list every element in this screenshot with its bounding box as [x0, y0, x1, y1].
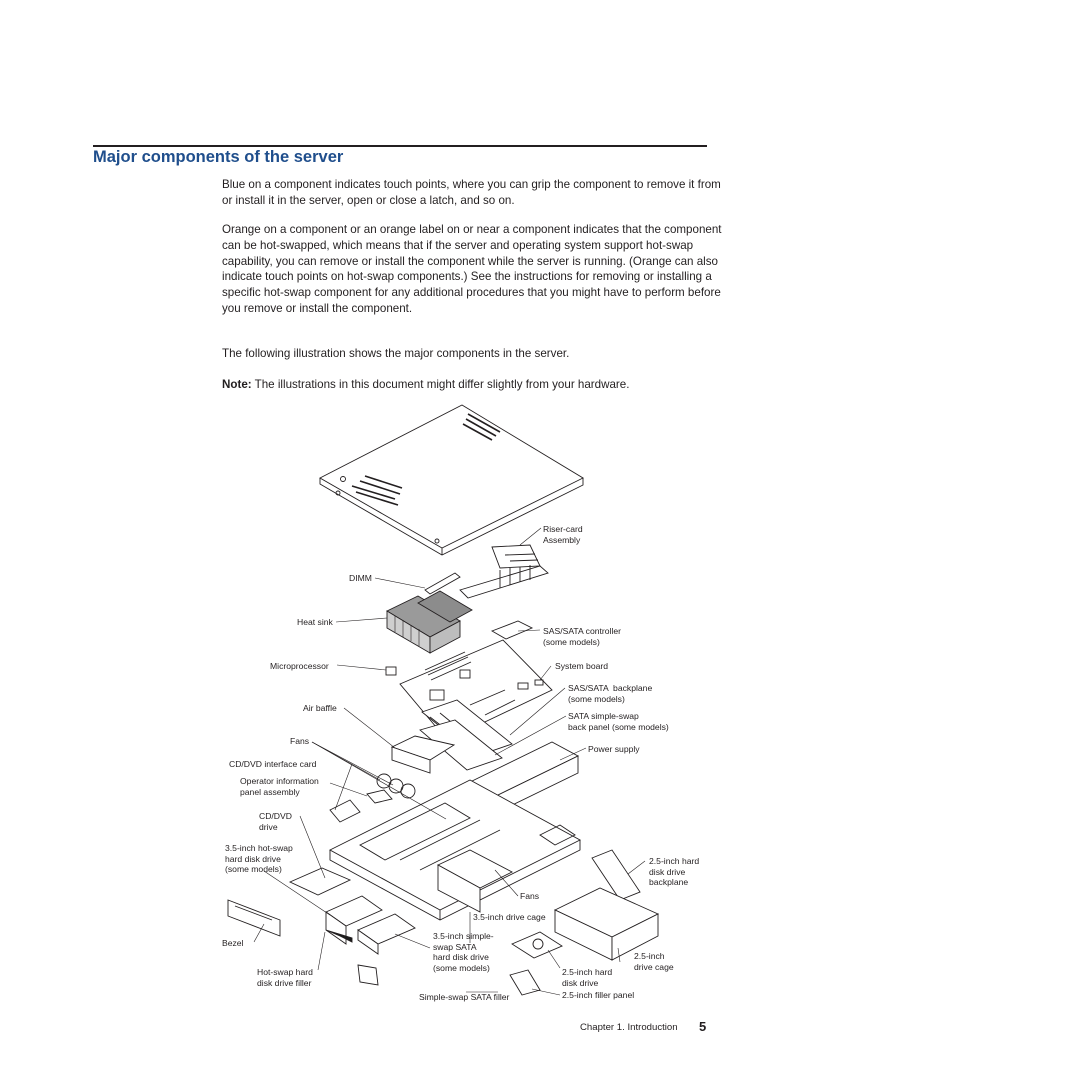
paragraph-illustration-intro: The following illustration shows the maj… — [222, 347, 570, 360]
label-drive-cage-35: 3.5-inch drive cage — [473, 912, 546, 922]
sas-controller-drawing — [490, 620, 534, 640]
label-sas-backplane: SAS/SATA backplane (some models) — [568, 683, 653, 704]
cd-dvd-drive-drawing — [288, 867, 352, 896]
leader-lines — [253, 527, 646, 996]
air-baffle-drawing — [390, 735, 456, 774]
label-operator-panel: Operator information panel assembly — [240, 776, 319, 797]
filler-25-drawing — [509, 969, 541, 996]
label-riser-card: Riser-card Assembly — [543, 524, 583, 545]
label-filler-panel-25: 2.5-inch filler panel — [562, 990, 635, 1000]
dimm-drawing — [424, 572, 461, 595]
microprocessor-drawing — [385, 666, 397, 676]
label-simple-swap-35-drive: 3.5-inch simple- swap SATA hard disk dri… — [433, 931, 494, 973]
sata-backpanel-drawing — [419, 719, 503, 771]
label-fans-left: Fans — [290, 736, 310, 746]
label-cd-dvd-drive: CD/DVD drive — [259, 811, 292, 832]
hotswap-filler-drawing — [357, 964, 379, 986]
label-bezel: Bezel — [222, 938, 244, 948]
note-text: The illustrations in this document might… — [254, 378, 630, 391]
label-fans-right: Fans — [520, 891, 540, 901]
heading-rule — [93, 145, 707, 147]
label-simple-swap-filler: Simple-swap SATA filler — [419, 992, 510, 1002]
chassis-drawing — [329, 779, 581, 921]
riser-card-drawing — [459, 544, 549, 599]
page-number: 5 — [699, 1019, 707, 1034]
drive-cage-35-drawing — [437, 849, 513, 913]
operator-panel-drawing — [366, 789, 393, 804]
label-power-supply: Power supply — [588, 744, 640, 754]
hdd-25-drawing — [511, 931, 563, 959]
label-cd-dvd-interface-card: CD/DVD interface card — [229, 759, 317, 769]
page-title: Major components of the server — [93, 148, 344, 166]
label-drive-cage-25: 2.5-inch drive cage — [634, 951, 674, 972]
label-system-board: System board — [555, 661, 609, 671]
cd-interface-drawing — [329, 799, 361, 823]
paragraph-blue-touchpoints: Blue on a component indicates touch poin… — [222, 178, 721, 207]
label-hdd-25: 2.5-inch hard disk drive — [562, 967, 613, 988]
label-sata-backpanel: SATA simple-swap back panel (some models… — [568, 711, 669, 732]
simple-swap-35-drive-drawing — [357, 913, 416, 955]
label-air-baffle: Air baffle — [303, 703, 337, 713]
bezel-drawing — [227, 899, 281, 937]
label-hotswap-35-drive: 3.5-inch hot-swap hard disk drive (some … — [225, 843, 293, 875]
label-heat-sink: Heat sink — [297, 617, 333, 627]
heat-sink-drawing — [386, 590, 473, 654]
label-sas-controller: SAS/SATA controller (some models) — [543, 626, 622, 647]
hotswap-35-drive-drawing — [325, 895, 383, 945]
drive-cage-25-drawing — [553, 887, 660, 961]
label-hotswap-filler: Hot-swap hard disk drive filler — [257, 967, 313, 988]
label-backplane-25: 2.5-inch hard disk drive backplane — [649, 856, 700, 888]
label-dimm: DIMM — [349, 573, 372, 583]
note: Note: The illustrations in this document… — [222, 377, 722, 393]
paragraph-orange-hotswap: Orange on a component or an orange label… — [222, 223, 722, 315]
backplane-25-drawing — [591, 849, 641, 901]
note-label: Note: — [222, 378, 252, 391]
top-cover-drawing — [319, 404, 584, 556]
footer-chapter: Chapter 1. Introduction — [580, 1022, 678, 1033]
label-microprocessor: Microprocessor — [270, 661, 329, 671]
